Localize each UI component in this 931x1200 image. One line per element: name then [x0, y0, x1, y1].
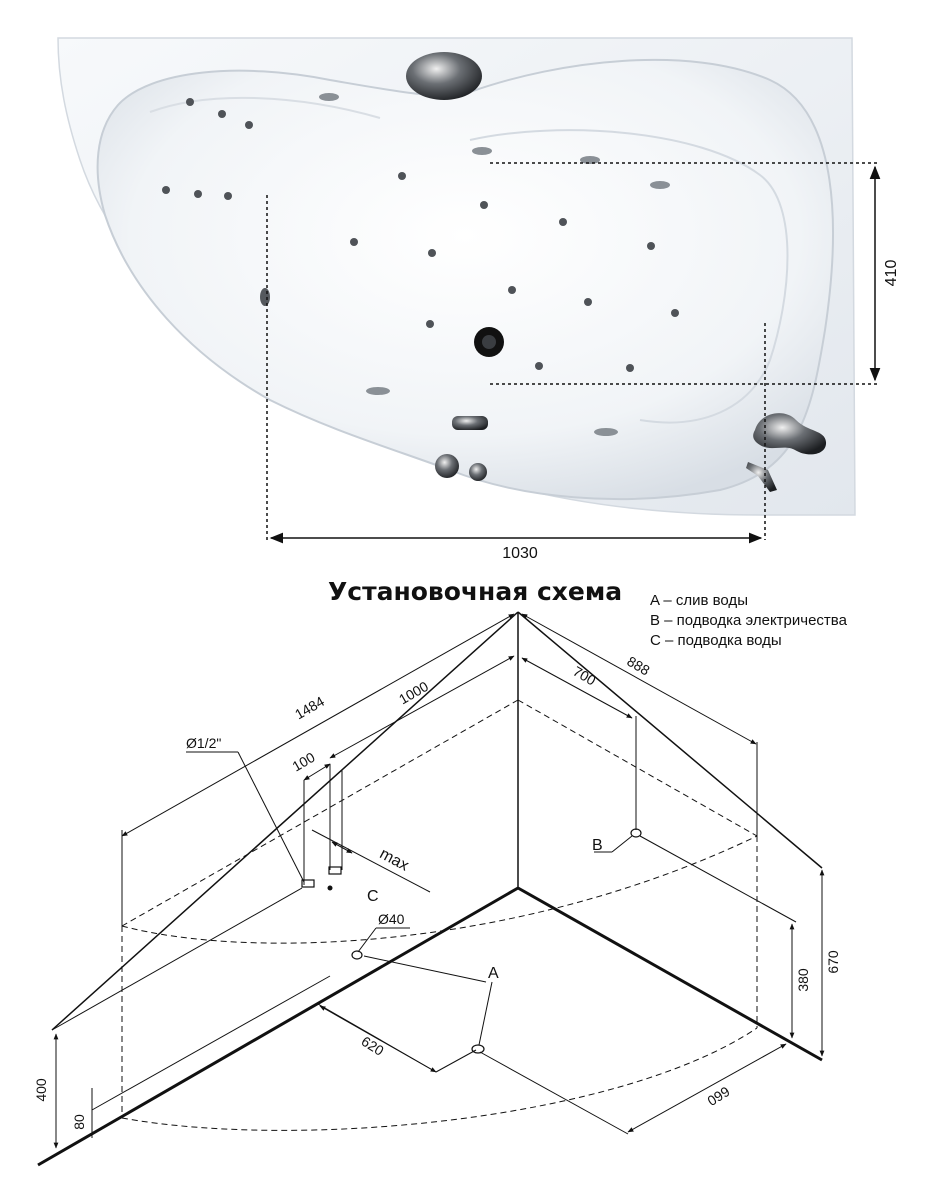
dim-line-888 — [521, 613, 757, 745]
bathtub-seat-ridge — [469, 129, 789, 424]
dim-1484-label: 1484 — [292, 693, 327, 723]
bathtub-arc-bottom — [121, 1027, 758, 1131]
jet — [194, 190, 202, 198]
jet — [426, 320, 434, 328]
dim-max-label: max — [377, 845, 412, 874]
dim-ext — [91, 975, 331, 1111]
jet — [218, 110, 226, 118]
jet — [559, 218, 567, 226]
nozzle — [319, 93, 339, 101]
dim-380-label: 380 — [795, 968, 811, 992]
legend-item-a: A – слив воды — [650, 592, 748, 609]
dim-888-label: 888 — [624, 653, 652, 679]
nozzle — [366, 387, 390, 395]
bathtub-top-view: 1030 410 — [57, 37, 900, 562]
floor-edge-right — [517, 886, 823, 1062]
dim-line-620 — [319, 1005, 437, 1073]
label-b: B — [592, 837, 603, 854]
water-supply-fitting — [301, 879, 315, 888]
overflow-control — [452, 416, 488, 430]
installation-schema: 1484 1000 100 Ø1/2" C max Ø40 A — [33, 611, 841, 1167]
dim-line-max — [311, 829, 431, 893]
drain-diameter-label: Ø40 — [378, 911, 405, 927]
dim-line-100 — [303, 763, 331, 781]
air-nozzles — [319, 93, 670, 436]
dim-620-label: 620 — [359, 1033, 387, 1059]
schema-title: Установочная схема — [328, 577, 622, 606]
control-button-icon — [469, 463, 487, 481]
dim-700-label: 700 — [570, 663, 598, 689]
side-light-icon — [260, 288, 270, 306]
electrical-leader — [611, 835, 633, 853]
jet — [245, 121, 253, 129]
jet — [584, 298, 592, 306]
dim-line-1000 — [329, 655, 515, 759]
jet — [480, 201, 488, 209]
water-supply-point — [327, 885, 333, 891]
jet — [428, 249, 436, 257]
faucet-icon — [753, 413, 827, 455]
dim-width-label: 1030 — [502, 545, 538, 562]
dim-80-label: 80 — [71, 1114, 87, 1130]
bathtub-outline-top — [121, 699, 519, 927]
drain-point — [351, 950, 363, 960]
floor-edge-left — [37, 886, 519, 1167]
dim-ext — [479, 1051, 629, 1135]
label-a: A — [488, 965, 499, 982]
dim-1000-label: 1000 — [396, 678, 431, 708]
drain-leader — [357, 927, 377, 953]
label-c: C — [367, 888, 379, 905]
nozzle — [580, 156, 600, 164]
jet — [224, 192, 232, 200]
nozzle — [472, 147, 492, 155]
dim-670-label: 670 — [825, 950, 841, 974]
jet — [186, 98, 194, 106]
faucet-lever-icon — [746, 462, 777, 492]
pipe-leader — [237, 751, 305, 883]
drain-point-a — [471, 1044, 485, 1054]
dim-400-label: 400 — [33, 1078, 49, 1102]
drain-leader-a — [363, 955, 487, 983]
jet — [398, 172, 406, 180]
jet — [535, 362, 543, 370]
control-button-icon — [435, 454, 459, 478]
bathtub-headrest-curve — [149, 96, 381, 119]
dim-line-660 — [627, 1043, 787, 1133]
dim-line-1484 — [121, 613, 515, 837]
hydromassage-jets — [162, 98, 679, 372]
jet — [350, 238, 358, 246]
dim-line-max-arrow — [331, 841, 353, 854]
dim-ext — [435, 1049, 477, 1073]
dim-height-label: 410 — [883, 260, 900, 287]
bathtub-basin — [96, 58, 834, 501]
headrest-pillow — [406, 52, 482, 100]
nozzle — [650, 181, 670, 189]
water-supply-fitting — [328, 866, 342, 875]
bathtub-outline-top — [517, 699, 758, 837]
legend-item-c: C – подводка воды — [650, 632, 782, 649]
jet — [626, 364, 634, 372]
dim-ext — [51, 887, 303, 1031]
jet — [647, 242, 655, 250]
drain-inner — [482, 335, 496, 349]
nozzle — [594, 428, 618, 436]
dim-100-label: 100 — [289, 749, 317, 775]
legend-item-b: B – подводка электричества — [650, 612, 848, 629]
bathtub-arc-top — [121, 835, 758, 944]
electrical-point-b — [630, 828, 642, 838]
wall-top-right — [517, 611, 823, 869]
jet — [671, 309, 679, 317]
legend: A – слив воды B – подводка электричества… — [650, 592, 848, 649]
dim-ext — [639, 835, 797, 923]
jet — [508, 286, 516, 294]
pipe-diameter-label: Ø1/2" — [186, 735, 221, 751]
drain-leader-a — [478, 981, 493, 1046]
jet — [162, 186, 170, 194]
